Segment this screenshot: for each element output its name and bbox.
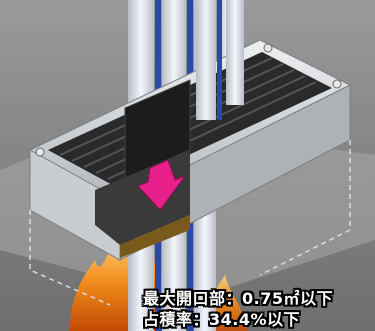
cable-front: [196, 0, 244, 120]
direction-arrow: [137, 159, 187, 211]
bolt: [263, 43, 273, 53]
wall-outline: [29, 140, 351, 306]
occupancy-caption: 占積率：34.4%以下: [143, 310, 301, 329]
cable-stripe: [217, 0, 222, 120]
bolt: [332, 79, 342, 89]
cable: [196, 0, 216, 120]
inner-floor: [120, 215, 190, 258]
cable: [226, 0, 244, 105]
bolt: [35, 147, 45, 157]
max-opening-caption: 最大開口部：0.75㎡以下: [143, 289, 333, 308]
arrow-shape: [137, 159, 187, 211]
